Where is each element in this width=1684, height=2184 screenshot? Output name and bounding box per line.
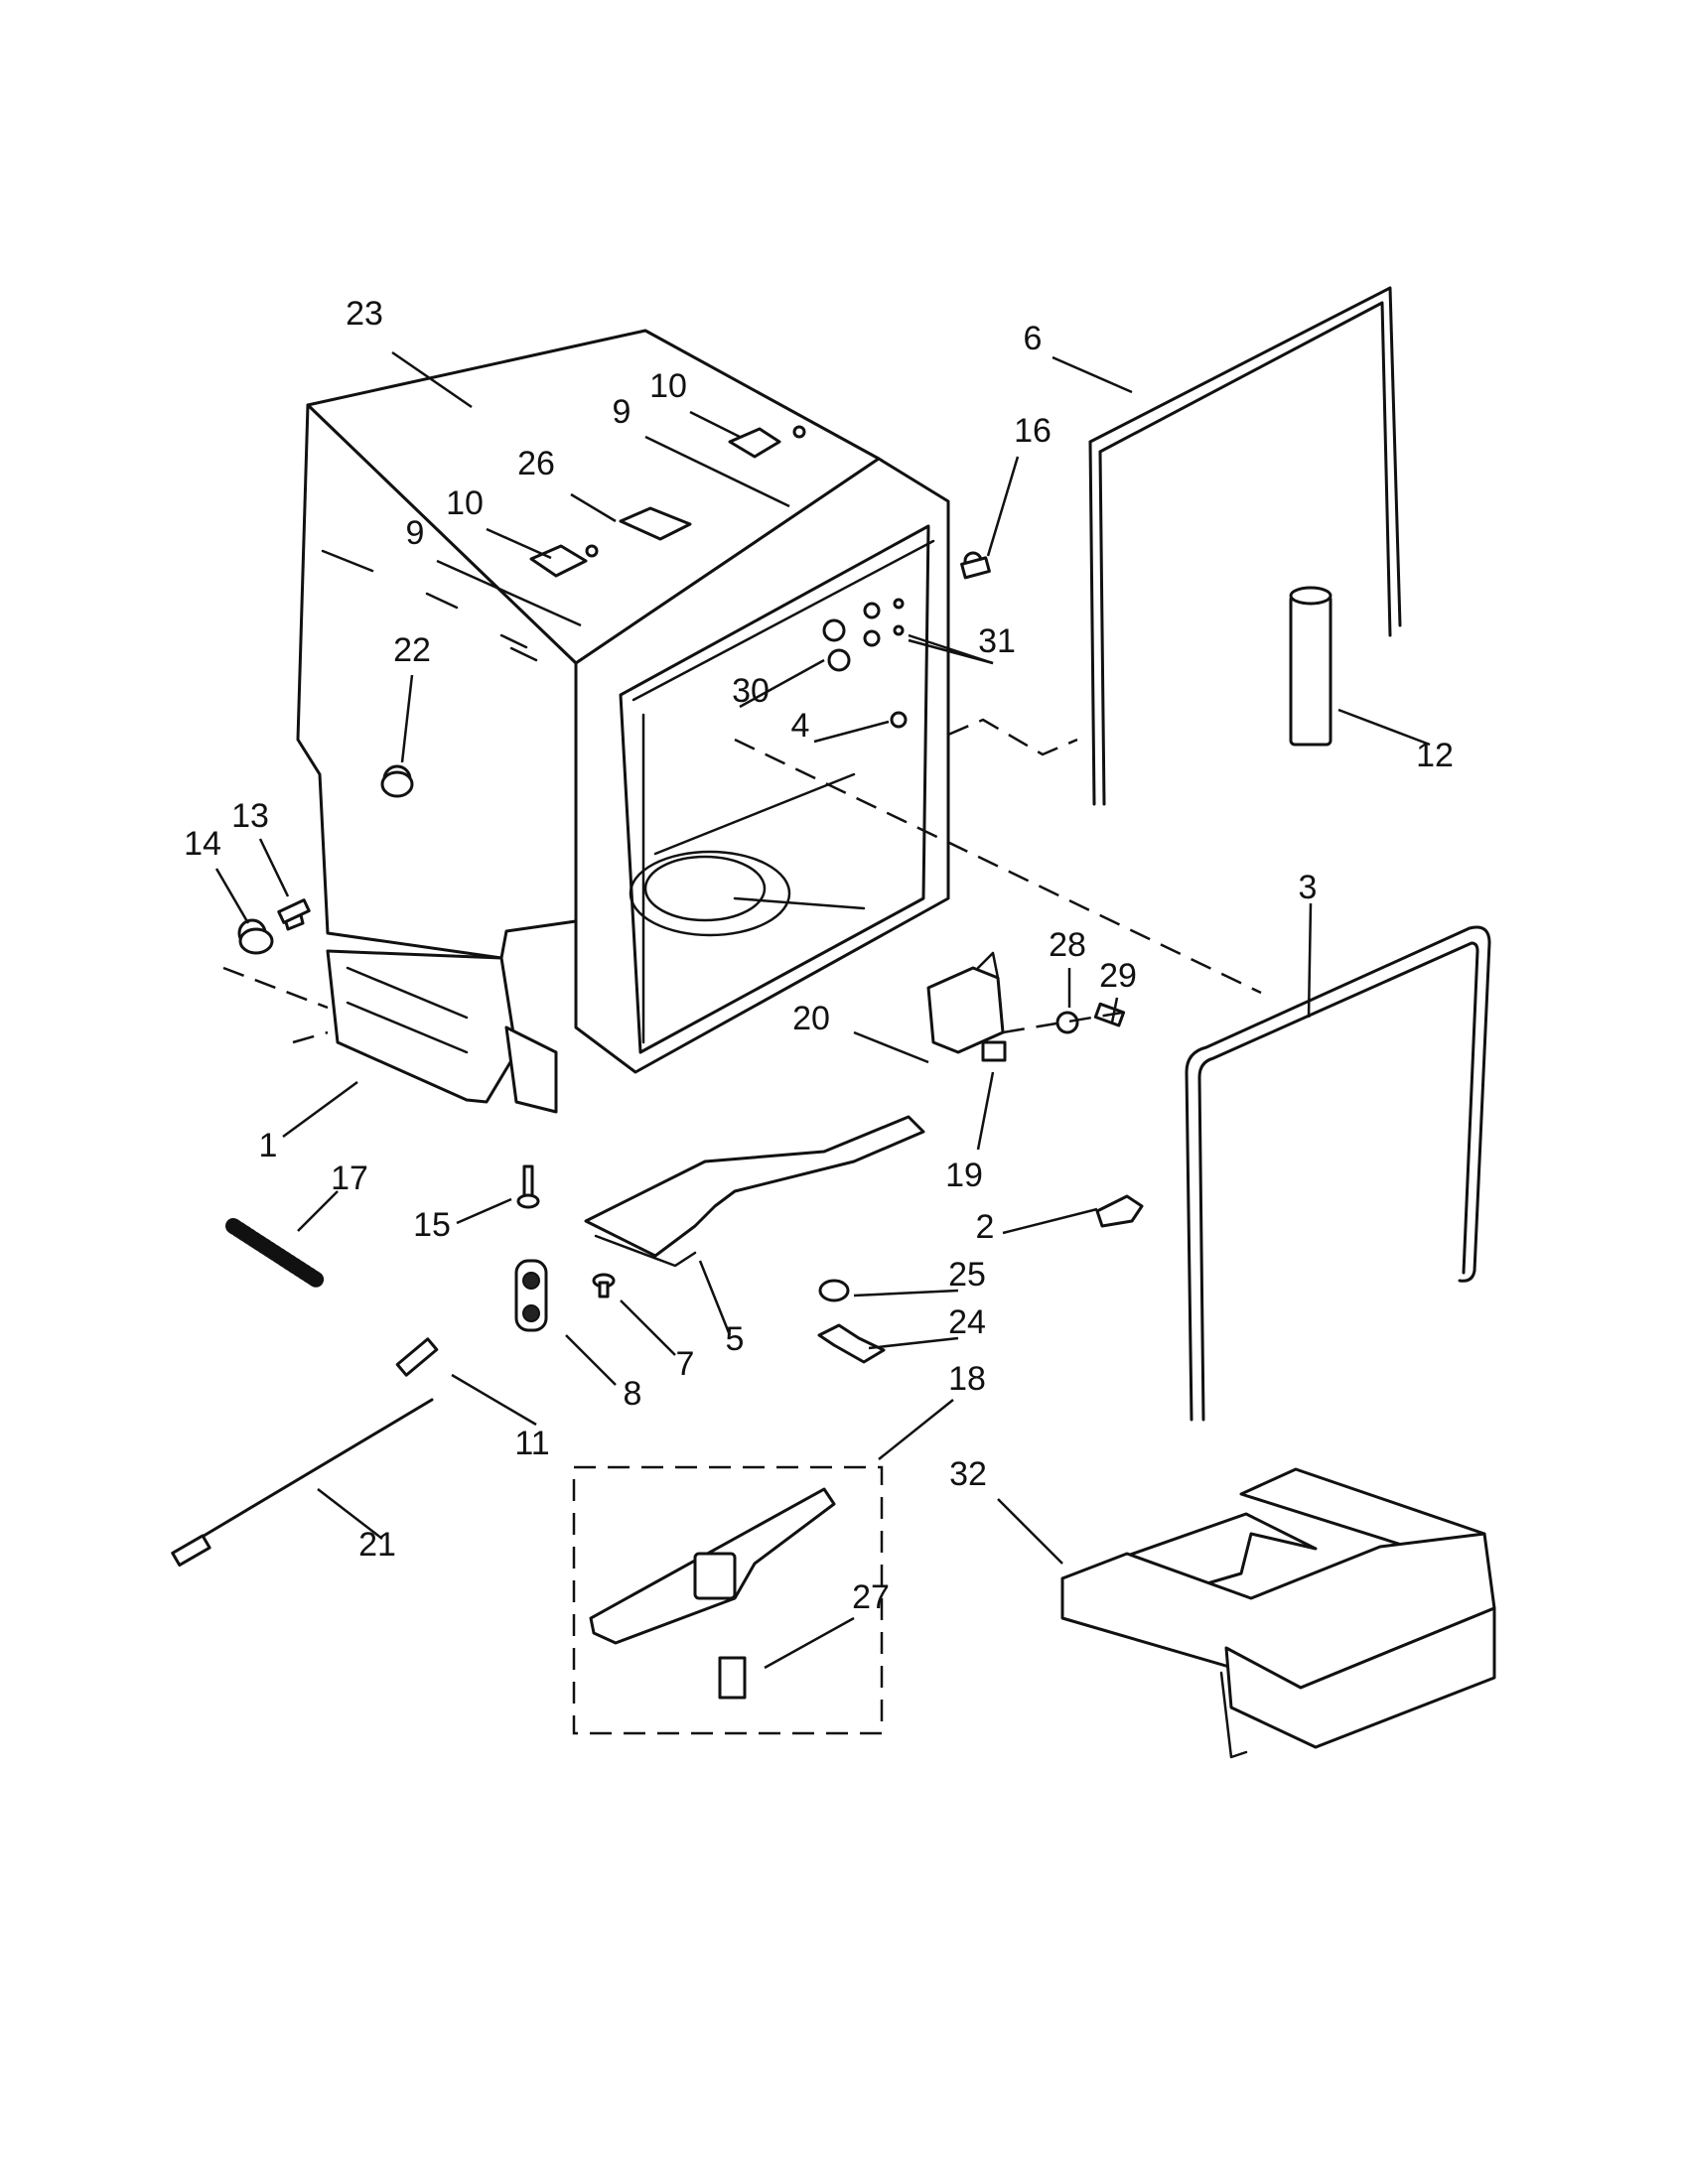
callout-c32: 32 [949,1455,987,1493]
leader-lines [214,350,1431,1670]
callout-c1: 1 [259,1127,278,1164]
callout-c6: 6 [1024,320,1043,357]
callout-c16: 16 [1014,412,1052,450]
callout-c10a: 10 [649,367,687,405]
callout-c2: 2 [976,1208,995,1246]
callout-c10b: 10 [446,484,484,522]
callout-c22: 22 [393,631,431,669]
callout-c17: 17 [331,1160,368,1197]
reference-lines [222,718,1262,1044]
callout-c13: 13 [231,797,269,835]
tub-assembly [296,329,950,1114]
callout-c19: 19 [945,1157,983,1194]
door-seal-side [1088,286,1402,806]
callout-c5: 5 [726,1320,745,1358]
bracket-20 [926,951,1005,1054]
callout-c15: 15 [413,1206,451,1244]
callout-c30: 30 [732,672,770,710]
callout-c24: 24 [948,1303,986,1341]
callout-c12: 12 [1416,737,1454,774]
callout-c9b: 9 [406,514,425,552]
callout-c26: 26 [517,445,555,482]
callout-c11: 11 [514,1425,549,1462]
callout-c9a: 9 [613,393,632,431]
tub-tube [1289,586,1333,747]
callout-c29: 29 [1099,957,1137,995]
callout-c3: 3 [1299,869,1318,906]
callout-c21: 21 [358,1526,396,1564]
callout-c28: 28 [1049,926,1086,964]
insulation-base [1060,1467,1496,1759]
door-gasket-u [1185,925,1491,1422]
callout-c25: 25 [948,1256,986,1294]
callout-c4: 4 [791,707,810,745]
callout-c14: 14 [184,825,221,863]
callout-c18: 18 [948,1360,986,1398]
callout-c7: 7 [676,1345,695,1383]
dispenser-kit-box [572,1465,884,1735]
callout-c31: 31 [978,622,1016,660]
toe-plate [584,1115,925,1268]
callout-labels: 1234567899101011121314151617181920212223… [184,295,1454,1616]
small-parts [171,556,1144,1568]
callout-c27: 27 [852,1578,890,1616]
callout-c8: 8 [624,1375,642,1413]
callout-c23: 23 [346,295,383,333]
callout-c20: 20 [792,1000,830,1037]
